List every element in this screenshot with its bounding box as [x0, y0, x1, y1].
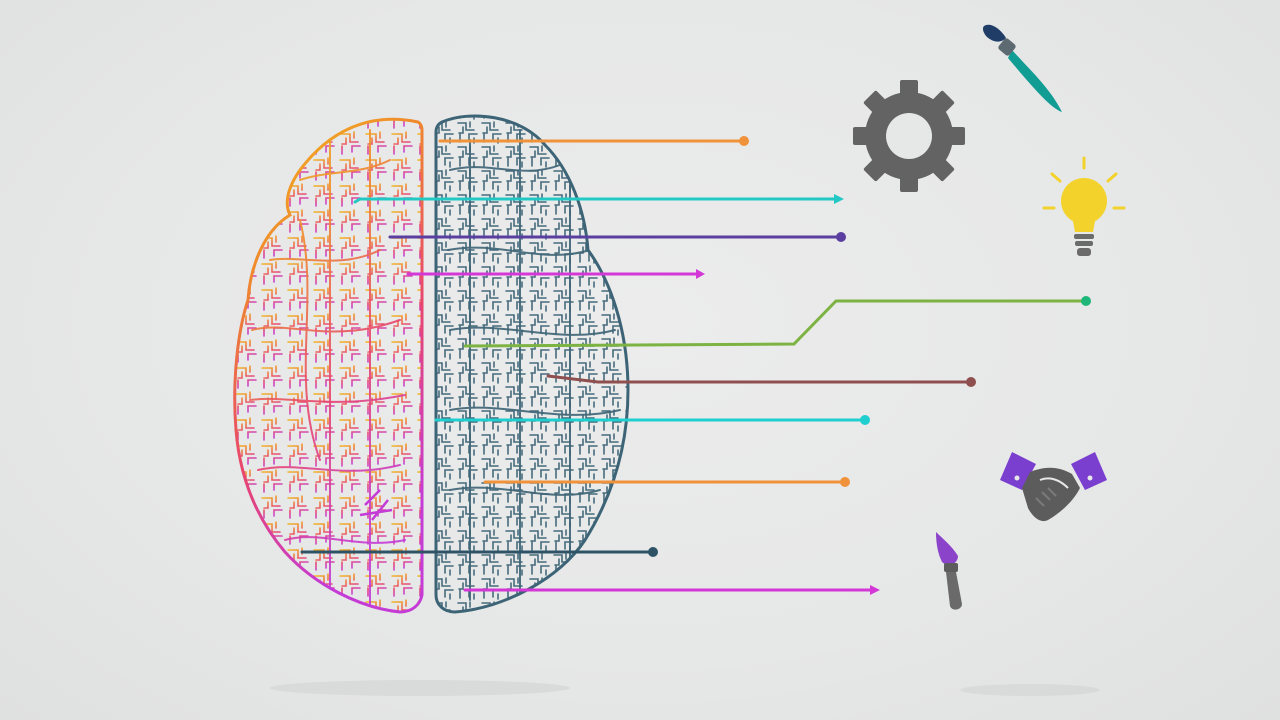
connector-line — [406, 269, 705, 279]
floor-shadow — [960, 684, 1100, 696]
handshake-icon — [1000, 452, 1107, 522]
gear-icon — [853, 80, 965, 192]
connector-line — [300, 547, 658, 557]
connector-line — [463, 585, 880, 595]
small-brush-icon — [936, 532, 962, 610]
connector-line — [434, 415, 870, 425]
connector-line — [546, 374, 976, 387]
connector-line — [483, 477, 850, 487]
floor-shadow — [270, 680, 570, 696]
connector-line — [463, 296, 1091, 348]
brain-right-hemisphere — [434, 114, 630, 614]
brain-left-hemisphere — [233, 117, 424, 614]
connector-line — [388, 232, 846, 242]
paintbrush-icon — [982, 24, 1062, 112]
connector-line — [438, 136, 749, 146]
lightbulb-icon — [1042, 156, 1126, 256]
connector-line — [353, 194, 844, 204]
connector-lines — [300, 136, 1091, 595]
